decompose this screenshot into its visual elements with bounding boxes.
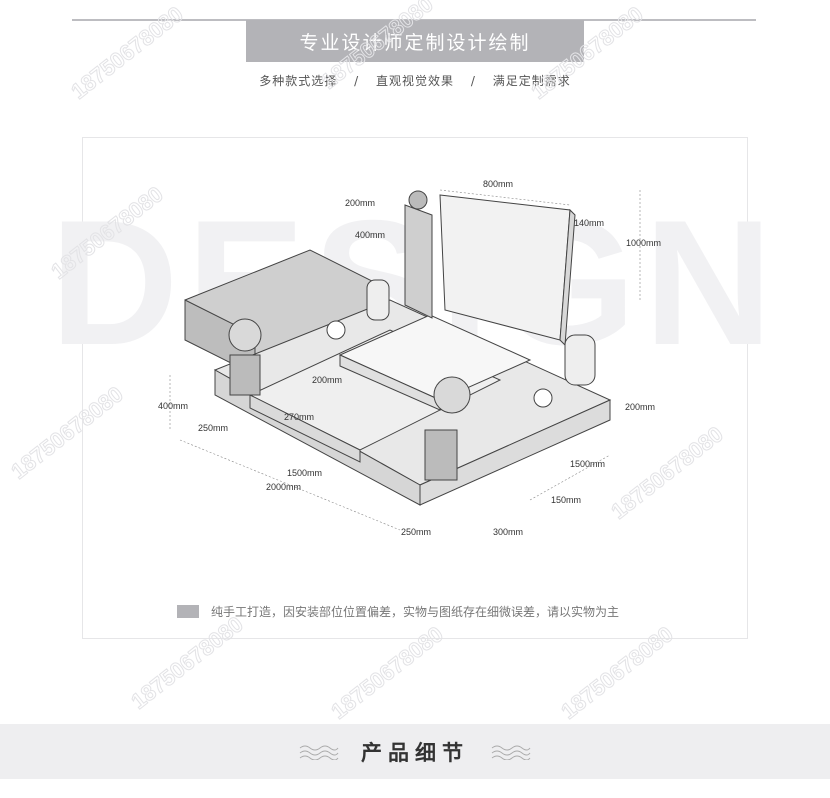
section-banner: 产品细节 [0,724,830,779]
note-swatch [177,605,199,618]
separator: / [470,74,476,88]
banner-title: 产品细节 [361,739,469,765]
drawing-frame [82,137,748,639]
separator: / [354,74,360,88]
section-subtitle: 多种款式选择 / 直观视觉效果 / 满足定制需求 [0,72,830,89]
note-text: 纯手工打造，因安装部位位置偏差，实物与图纸存在细微误差，请以实物为主 [211,605,620,619]
wave-icon [491,745,531,760]
feature-3: 满足定制需求 [492,74,571,88]
dim-label: 300mm [493,527,524,537]
dim-label: 1000mm [626,238,662,248]
wave-icon [299,745,339,760]
dim-label: 250mm [198,423,229,433]
dim-label: 200mm [312,375,343,385]
dim-label: 400mm [355,230,386,240]
dim-label: 1500mm [570,459,606,469]
dim-label: 2000mm [266,482,302,492]
feature-2: 直观视觉效果 [375,74,454,88]
dim-label: 200mm [625,402,656,412]
dim-label: 150mm [551,495,582,505]
dim-label: 250mm [401,527,432,537]
post [404,204,433,319]
dim-label: 200mm [345,198,376,208]
dim-label: 1500mm [287,468,323,478]
dim-label: 400mm [158,401,189,411]
dim-label: 270mm [284,412,315,422]
feature-1: 多种款式选择 [259,74,338,88]
disclaimer-note: 纯手工打造，因安装部位位置偏差，实物与图纸存在细微误差，请以实物为主 [177,603,619,620]
section-title: 专业设计师定制设计绘制 [246,20,584,62]
dim-label: 140mm [574,218,605,228]
dim-label: 800mm [483,179,514,189]
stele [439,194,571,341]
